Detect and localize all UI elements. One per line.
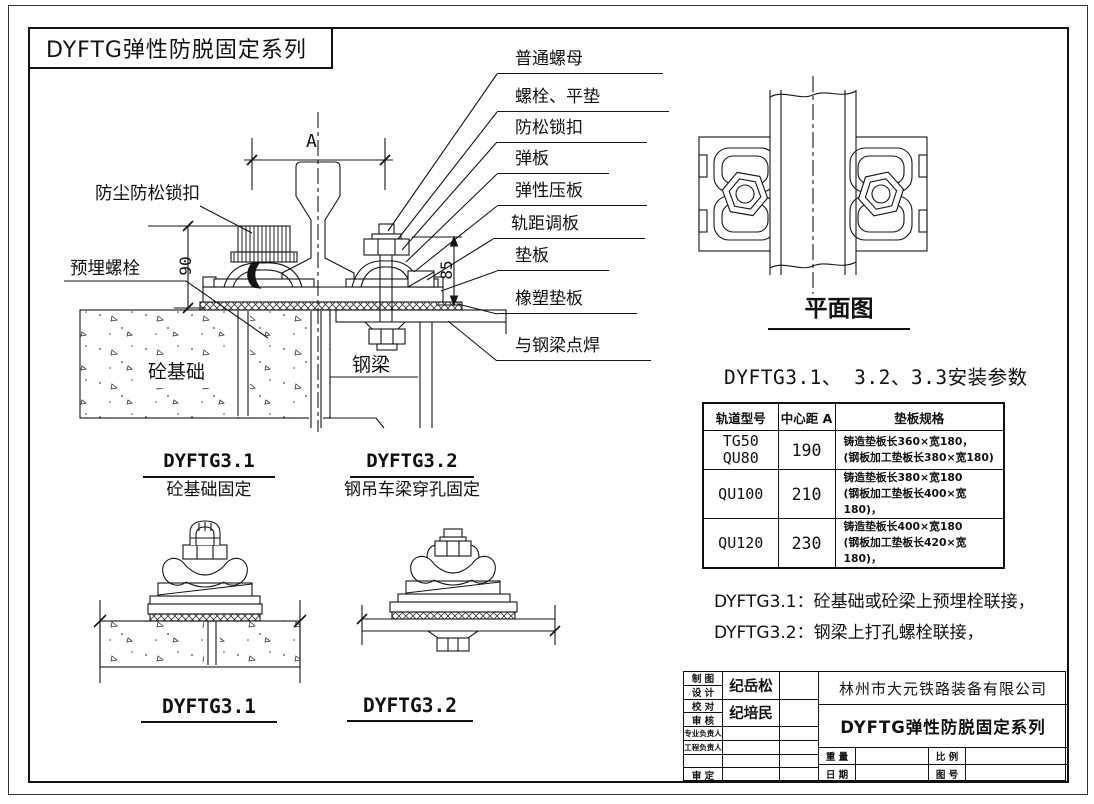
callout-ordinary-nut: 普通螺母 xyxy=(497,49,663,74)
cell-spec-1: 铸造垫板长360×宽180， (钢板加工垫板长380×宽180) xyxy=(834,430,1005,470)
callout-spot-weld: 与钢梁点焊 xyxy=(497,336,651,361)
sheet-title-box: DYFTG弹性防脱固定系列 xyxy=(28,27,333,69)
variant1-drawing xyxy=(93,520,307,683)
callout-elastic-clip: 弹性压板 xyxy=(497,181,647,206)
spec-line: 铸造垫板长380×宽180 xyxy=(843,471,963,484)
role-designer: 设 计 xyxy=(684,685,723,700)
spec-line: (钢板加工垫板长380×宽180) xyxy=(843,451,994,464)
cell-model-3: QU120 xyxy=(702,518,779,569)
title-block: 制 图 设 计 校 对 审 核 专业负责人 工程负责人 审 定 纪岳松 纪培民 … xyxy=(683,671,1067,782)
label-dust-lock: 防尘防松锁扣 xyxy=(95,184,200,204)
field-scale-value xyxy=(966,748,1067,765)
variant2-name: 钢吊车梁穿孔固定 xyxy=(344,480,480,500)
sign-cell xyxy=(723,754,780,769)
signer-designer: 纪岳松 xyxy=(723,672,780,700)
dim-85: 85 xyxy=(437,260,456,280)
role-discipline-lead: 专业负责人 xyxy=(684,727,723,741)
variant1-code-bottom: DYFTG3.1 xyxy=(141,695,277,724)
extra-cell xyxy=(780,727,819,741)
field-number-value xyxy=(966,765,1067,782)
note-dyftg31: DYFTG3.1：砼基础或砼梁上预埋栓联接， xyxy=(714,592,1035,612)
callout-spring-plate: 弹板 xyxy=(497,149,609,174)
sign-cell xyxy=(723,740,780,755)
variant1-code-top: DYFTG3.1 xyxy=(143,450,275,478)
label-concrete: 砼基础 xyxy=(148,361,206,383)
signer-reviewer: 纪培民 xyxy=(723,699,780,727)
inner-border xyxy=(28,27,1069,783)
sheet-title: DYFTG弹性防脱固定系列 xyxy=(46,38,307,63)
label-embed-bolt: 预埋螺栓 xyxy=(70,259,140,279)
callout-gauge-plate: 轨距调板 xyxy=(493,214,645,239)
dim-a: A xyxy=(306,131,317,152)
params-row-2: QU100 210 铸造垫板长380×宽180 (钢板加工垫板长400×宽180… xyxy=(702,469,1005,519)
note-dyftg32: DYFTG3.2：钢梁上打孔螺栓联接， xyxy=(714,623,984,643)
cell-spec-2: 铸造垫板长380×宽180 (钢板加工垫板长400×宽180)， xyxy=(834,469,1005,519)
cell-model-1: TG50 QU80 xyxy=(702,430,779,470)
sign-cell xyxy=(723,727,780,741)
product-title: DYFTG弹性防脱固定系列 xyxy=(819,705,1067,748)
callout-rubber-pad: 橡塑垫板 xyxy=(497,289,637,314)
role-project-lead: 工程负责人 xyxy=(684,740,723,755)
sign-cell xyxy=(723,768,780,782)
variant2-code-top: DYFTG3.2 xyxy=(350,450,474,478)
field-weight-label: 重 量 xyxy=(819,748,856,765)
cell-model-2: QU100 xyxy=(702,469,779,519)
extra-cell xyxy=(780,672,819,700)
company-name: 林州市大元铁路装备有限公司 xyxy=(819,672,1067,705)
field-number-label: 图 号 xyxy=(929,765,966,782)
header-plate-spec: 垫板规格 xyxy=(834,402,1005,431)
params-header-row: 轨道型号 中心距 A 垫板规格 xyxy=(702,402,1005,431)
outer-border xyxy=(8,5,1088,795)
extra-cell xyxy=(780,754,819,769)
callout-antiloose-lock: 防松锁扣 xyxy=(497,118,647,143)
role-blank xyxy=(684,754,723,769)
plan-view-drawing xyxy=(698,76,928,294)
header-center-dist: 中心距 A xyxy=(777,402,836,431)
extra-cell xyxy=(780,740,819,755)
field-scale-label: 比 例 xyxy=(929,748,966,765)
field-date-label: 日 期 xyxy=(819,765,856,782)
extra-cell xyxy=(780,768,819,782)
cell-spec-3: 铸造垫板长400×宽180 (钢板加工垫板长420×宽180)， xyxy=(834,518,1005,569)
role-reviewer: 审 核 xyxy=(684,713,723,727)
label-steel-beam: 钢梁 xyxy=(352,354,391,376)
field-date-value xyxy=(856,765,929,782)
variant2-code-bottom: DYFTG3.2 xyxy=(347,694,473,723)
params-table-title: DYFTG3.1、 3.2、3.3安装参数 xyxy=(724,366,1028,389)
role-drafter: 制 图 xyxy=(684,672,723,686)
cell-center-1: 190 xyxy=(777,430,836,470)
main-cross-section-drawing xyxy=(64,73,507,432)
spec-line: (钢板加工垫板长400×宽180)， xyxy=(843,487,967,516)
spec-line: (钢板加工垫板长420×宽180)， xyxy=(843,536,967,565)
field-weight-value xyxy=(856,748,929,765)
params-row-3: QU120 230 铸造垫板长400×宽180 (钢板加工垫板长420×宽180… xyxy=(702,518,1005,569)
model-line: QU80 xyxy=(722,449,759,467)
callout-bolt-washer: 螺栓、平垫 xyxy=(497,87,669,112)
plan-view-caption: 平面图 xyxy=(768,295,910,330)
callout-base-plate: 垫板 xyxy=(497,246,609,271)
cell-center-2: 210 xyxy=(777,469,836,519)
dim-90: 90 xyxy=(176,256,195,276)
role-checker: 校 对 xyxy=(684,699,723,714)
params-row-1: TG50 QU80 190 铸造垫板长360×宽180， (钢板加工垫板长380… xyxy=(702,430,1005,470)
spec-line: 铸造垫板长360×宽180， xyxy=(843,435,974,448)
extra-cell xyxy=(780,699,819,727)
cell-center-3: 230 xyxy=(777,518,836,569)
params-table: 轨道型号 中心距 A 垫板规格 TG50 QU80 190 铸造垫板长360×宽… xyxy=(702,402,1005,569)
variant2-drawing xyxy=(356,528,561,652)
spec-line: 铸造垫板长400×宽180 xyxy=(843,520,963,533)
model-line: TG50 xyxy=(722,432,759,450)
variant1-name: 砼基础固定 xyxy=(166,480,252,500)
role-approver: 审 定 xyxy=(684,768,723,782)
header-rail-model: 轨道型号 xyxy=(702,402,779,431)
